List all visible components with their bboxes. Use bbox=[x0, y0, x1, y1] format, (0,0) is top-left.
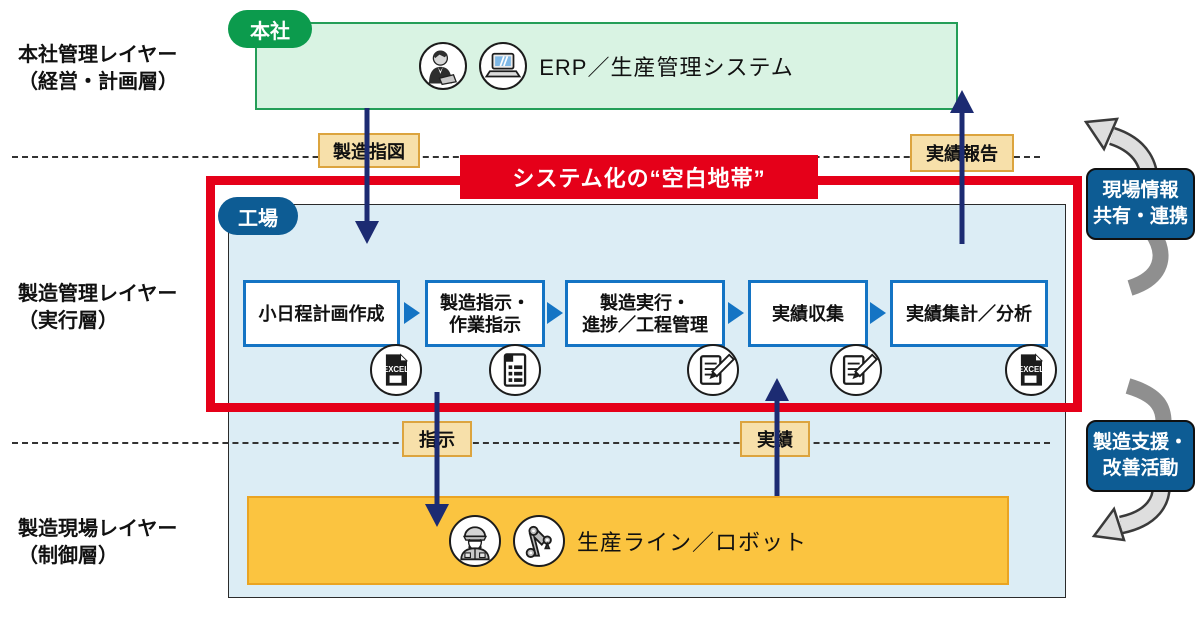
flow-label-result-report: 実績報告 bbox=[910, 134, 1014, 172]
factory-badge: 工場 bbox=[218, 197, 298, 235]
layer-label-line: 本社管理レイヤー bbox=[18, 44, 178, 66]
excel-file-icon: EXCEL bbox=[370, 344, 422, 396]
robot-arm-icon bbox=[512, 514, 565, 567]
side-note-line: 共有・連携 bbox=[1092, 206, 1188, 227]
office-worker-icon bbox=[419, 42, 468, 90]
layer-label-line: （実行層） bbox=[18, 310, 118, 332]
flow-label-manufacturing-order: 製造指図 bbox=[318, 133, 420, 168]
process-step-aggregation-analysis: 実績集計／分析 bbox=[890, 280, 1048, 347]
layer-label-shop-floor: 製造現場レイヤー （制御層） bbox=[18, 516, 177, 570]
process-step-label: 小日程計画作成 bbox=[258, 303, 385, 324]
headquarters-box: ERP／生産管理システム bbox=[255, 22, 958, 110]
flow-connector-icon bbox=[870, 302, 886, 324]
process-step-result-collection: 実績収集 bbox=[748, 280, 868, 347]
process-step-label: 進捗／工程管理 bbox=[582, 314, 708, 335]
layer-separator-bottom bbox=[12, 442, 1050, 444]
svg-text:EXCEL: EXCEL bbox=[1018, 365, 1044, 374]
shop-floor-box: 生産ライン／ロボット bbox=[247, 496, 1009, 585]
flow-connector-icon bbox=[728, 302, 744, 324]
process-step-label: 実績収集 bbox=[772, 303, 844, 324]
flow-label-result: 実績 bbox=[740, 421, 810, 457]
factory-worker-icon bbox=[448, 514, 501, 567]
process-step-label: 実績集計／分析 bbox=[906, 303, 1032, 324]
layer-label-line: 製造現場レイヤー bbox=[18, 518, 178, 540]
excel-file-icon: EXCEL bbox=[1005, 344, 1057, 396]
side-note-line: 改善活動 bbox=[1102, 458, 1179, 479]
side-note-manufacturing-support: 製造支援・ 改善活動 bbox=[1086, 420, 1195, 492]
layer-label-headquarters: 本社管理レイヤー （経営・計画層） bbox=[18, 42, 178, 96]
headquarters-badge: 本社 bbox=[228, 10, 312, 48]
svg-text:EXCEL: EXCEL bbox=[383, 365, 409, 374]
layer-label-line: （経営・計画層） bbox=[18, 71, 178, 93]
layer-label-line: （制御層） bbox=[18, 545, 118, 567]
hq-system-label: ERP／生産管理システム bbox=[539, 55, 794, 80]
process-step-label: 作業指示 bbox=[449, 314, 521, 335]
flow-connector-icon bbox=[547, 302, 563, 324]
memo-pencil-icon bbox=[687, 344, 739, 396]
layer-label-manufacturing-management: 製造管理レイヤー （実行層） bbox=[18, 281, 177, 335]
process-step-work-instruction: 製造指示・ 作業指示 bbox=[425, 280, 545, 347]
flow-label-instruction: 指示 bbox=[402, 421, 472, 457]
side-note-line: 製造支援・ bbox=[1092, 432, 1188, 453]
side-note-line: 現場情報 bbox=[1102, 180, 1179, 201]
shop-floor-label: 生産ライン／ロボット bbox=[576, 529, 807, 555]
laptop-icon bbox=[479, 42, 528, 90]
memo-pencil-icon bbox=[830, 344, 882, 396]
process-step-execution-progress: 製造実行・ 進捗／工程管理 bbox=[565, 280, 725, 347]
layer-label-line: 製造管理レイヤー bbox=[18, 283, 178, 305]
flow-connector-icon bbox=[404, 302, 420, 324]
side-note-site-info-sharing: 現場情報 共有・連携 bbox=[1086, 168, 1195, 240]
process-step-label: 製造指示・ bbox=[440, 292, 530, 313]
process-step-daily-scheduling: 小日程計画作成 bbox=[243, 280, 400, 347]
process-step-label: 製造実行・ bbox=[600, 292, 690, 313]
checklist-icon bbox=[489, 344, 541, 396]
system-gap-banner: システム化の“空白地帯” bbox=[460, 155, 818, 199]
